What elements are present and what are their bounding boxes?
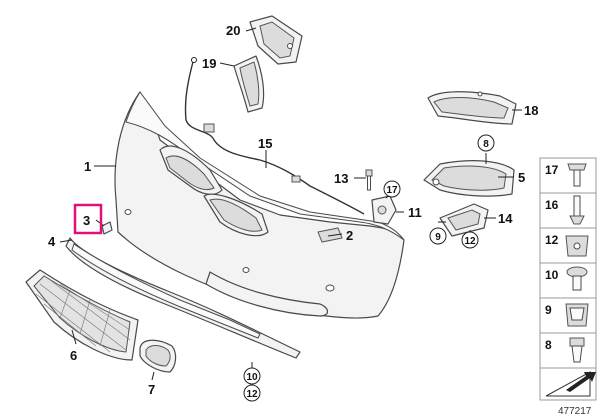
highlight-box bbox=[73, 203, 103, 235]
pin-clip-icon bbox=[569, 195, 585, 225]
expanding-rivet-icon bbox=[569, 337, 585, 363]
lower-spoiler bbox=[65, 237, 301, 359]
callout-12-bottom: 12 bbox=[246, 389, 258, 400]
arrow-icon bbox=[545, 371, 596, 397]
spring-nut-icon bbox=[565, 303, 589, 327]
callout-15: 15 bbox=[258, 136, 272, 151]
callout-5: 5 bbox=[518, 170, 525, 185]
screw-icon bbox=[567, 163, 587, 187]
callout-17: 17 bbox=[386, 185, 398, 196]
callout-1: 1 bbox=[84, 159, 91, 174]
nut-clip-icon bbox=[565, 235, 589, 257]
callout-11: 11 bbox=[408, 205, 422, 220]
bracket-19 bbox=[233, 55, 265, 113]
clip-3 bbox=[101, 221, 113, 235]
callout-9: 9 bbox=[435, 232, 441, 243]
callouts: 1 2 3 4 5 6 7 11 13 14 15 18 19 20 bbox=[48, 23, 538, 397]
push-rivet-icon bbox=[566, 266, 588, 291]
fastener-label-12: 12 bbox=[545, 233, 559, 247]
callout-6: 6 bbox=[70, 348, 77, 363]
fastener-label-16: 16 bbox=[545, 198, 559, 212]
screw-13 bbox=[365, 169, 373, 191]
air-duct-18 bbox=[427, 91, 517, 125]
lower-grille-mesh bbox=[25, 269, 139, 361]
callout-8: 8 bbox=[483, 139, 489, 150]
callout-7: 7 bbox=[148, 382, 155, 397]
callout-3: 3 bbox=[83, 213, 90, 228]
fastener-label-9: 9 bbox=[545, 303, 552, 317]
callout-10-bottom: 10 bbox=[246, 372, 258, 383]
bracket-20 bbox=[249, 15, 303, 65]
callout-12: 12 bbox=[464, 236, 476, 247]
wiring-harness bbox=[184, 57, 365, 215]
fastener-label-10: 10 bbox=[545, 268, 559, 282]
callout-13: 13 bbox=[334, 171, 348, 186]
sensor-11 bbox=[371, 195, 397, 225]
callout-20: 20 bbox=[226, 23, 240, 38]
callout-2: 2 bbox=[346, 228, 353, 243]
fog-housing-5 bbox=[423, 160, 515, 197]
diagram-id: 477217 bbox=[558, 406, 592, 417]
callout-18: 18 bbox=[524, 103, 538, 118]
callout-19: 19 bbox=[202, 56, 216, 71]
callout-14: 14 bbox=[498, 211, 513, 226]
fastener-panel: 17 16 12 10 9 8 bbox=[539, 157, 597, 401]
fog-grille bbox=[139, 339, 177, 373]
bumper-cover bbox=[114, 91, 405, 319]
fastener-label-8: 8 bbox=[545, 338, 552, 352]
bracket-14 bbox=[439, 203, 489, 237]
circled-callouts: 8 17 9 12 10 12 bbox=[243, 134, 495, 402]
fastener-label-17: 17 bbox=[545, 163, 559, 177]
callout-4: 4 bbox=[48, 234, 56, 249]
